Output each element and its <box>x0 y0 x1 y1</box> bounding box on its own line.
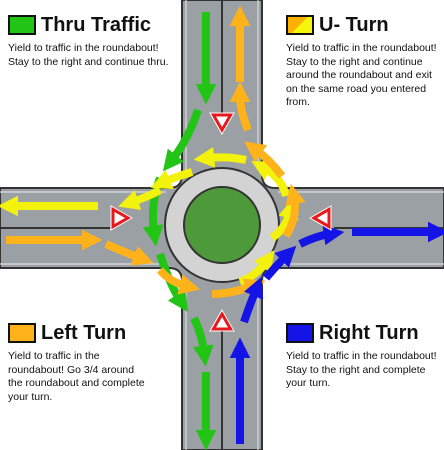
central-island <box>164 167 280 283</box>
left-turn-arrow <box>282 183 306 239</box>
uturn-color-swatch <box>286 15 314 35</box>
uturn-arrow <box>193 147 247 168</box>
legend-thru-traffic: Thru Traffic Yield to traffic in the rou… <box>8 14 173 69</box>
uturn-arrow <box>150 168 194 190</box>
left-turn-arrow <box>104 240 154 266</box>
island-center <box>183 186 261 264</box>
legend-description: Yield to traffic in the roundabout! Stay… <box>286 42 437 108</box>
legend-title: Right Turn <box>319 322 419 344</box>
yield-sign-east-icon <box>308 205 332 231</box>
left-turn-arrow <box>244 141 286 179</box>
left-turn-arrow <box>156 267 201 295</box>
thru-arrow <box>190 316 214 367</box>
legend-u-turn: U- Turn Yield to traffic in the roundabo… <box>286 14 441 110</box>
legend-title: Thru Traffic <box>41 14 152 36</box>
right-turn-arrow <box>240 276 264 324</box>
legend-description: Yield to traffic in the roundabout! Stay… <box>8 42 169 68</box>
uturn-arrow <box>269 197 299 242</box>
yield-sign-south-icon <box>209 308 235 332</box>
right-turn-arrow <box>298 224 345 248</box>
right-turn-color-swatch <box>286 323 314 343</box>
thru-color-swatch <box>8 15 36 35</box>
legend-description: Yield to traffic in the roundabout! Go 3… <box>8 350 145 403</box>
yield-sign-west-icon <box>110 205 134 231</box>
yield-sign-north-icon <box>209 112 235 136</box>
legend-right-turn: Right Turn Yield to traffic in the round… <box>286 322 441 391</box>
legend-title: U- Turn <box>319 14 389 36</box>
legend-left-turn: Left Turn Yield to traffic in the rounda… <box>8 322 148 404</box>
traffic-arrows <box>0 5 444 450</box>
left-turn-arrow <box>229 81 252 132</box>
thru-arrow <box>162 108 202 172</box>
legend-description: Yield to traffic in the roundabout! Stay… <box>286 350 437 389</box>
left-turn-color-swatch <box>8 323 36 343</box>
right-turn-arrow <box>262 245 297 281</box>
yield-signs <box>110 112 332 332</box>
legend-title: Left Turn <box>41 322 127 344</box>
uturn-arrow <box>251 160 290 198</box>
uturn-arrow <box>118 186 163 210</box>
